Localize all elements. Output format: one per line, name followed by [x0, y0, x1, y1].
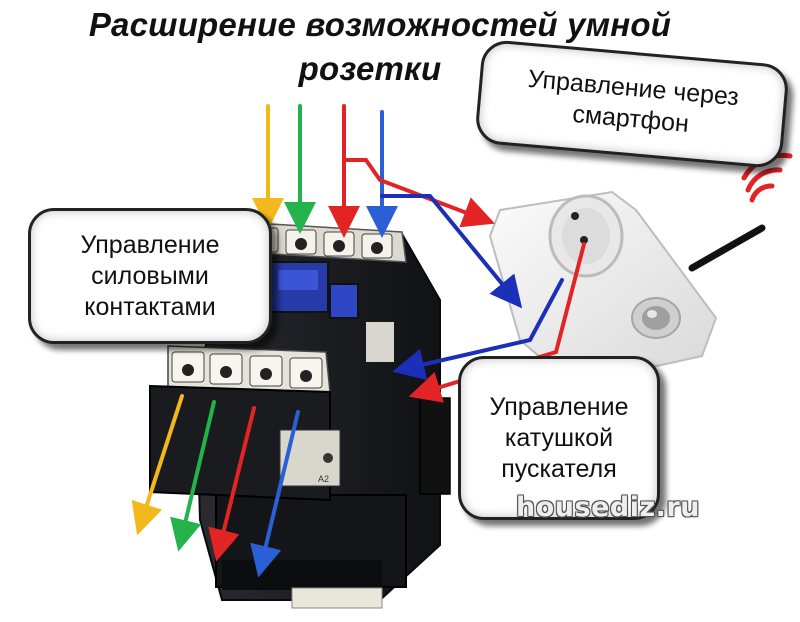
callout-power-line-3: контактами	[84, 292, 215, 323]
callout-power-line-1: Управление	[81, 230, 220, 261]
watermark: housediz.ru	[516, 492, 700, 523]
smart-plug	[490, 192, 762, 374]
callout-power-line-2: силовыми	[91, 261, 209, 292]
incoming-arrows	[268, 106, 382, 222]
callout-coil-line-2: катушкой	[505, 423, 613, 454]
coil-terminal-label: A2	[318, 474, 329, 484]
callout-power-contacts: Управление силовыми контактами	[28, 208, 272, 344]
callout-coil-line-3: пускателя	[501, 454, 616, 485]
title-line-1: Расширение возможностей умной	[10, 6, 750, 44]
callout-coil-line-1: Управление	[490, 392, 629, 423]
red-branch-to-plug	[344, 160, 480, 218]
